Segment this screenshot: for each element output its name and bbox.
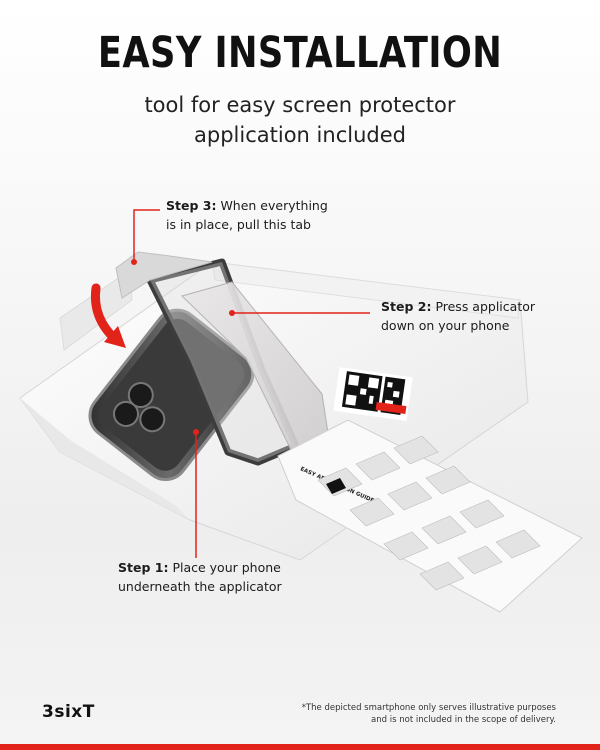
disclaimer-line-2: and is not included in the scope of deli… bbox=[371, 715, 556, 725]
step3-label: Step 3: bbox=[166, 198, 217, 213]
brand-logo: 3sixT bbox=[42, 702, 95, 722]
step3-text-line2: is in place, pull this tab bbox=[166, 217, 311, 232]
step3-text-line1: When everything bbox=[220, 198, 328, 213]
subheadline-line-2: application included bbox=[194, 123, 406, 147]
step3-callout-line bbox=[133, 209, 160, 262]
step2-text-line1: Press applicator bbox=[435, 299, 536, 314]
step2-text-line2: down on your phone bbox=[381, 318, 510, 333]
headline: EASY INSTALLATION bbox=[97, 28, 503, 78]
step2-label: Step 2: bbox=[381, 299, 432, 314]
step3-callout-dot bbox=[131, 259, 137, 265]
qr-red-label bbox=[375, 401, 407, 415]
phone bbox=[88, 308, 255, 482]
tray-left-flap bbox=[20, 398, 190, 520]
pull-tab bbox=[115, 251, 213, 299]
subheadline: tool for easy screen protector applicati… bbox=[0, 90, 600, 150]
disclaimer-line-1: *The depicted smartphone only serves ill… bbox=[301, 703, 556, 713]
disclaimer: *The depicted smartphone only serves ill… bbox=[302, 702, 556, 726]
accent-bar bbox=[0, 744, 600, 750]
qr-panel bbox=[333, 367, 413, 421]
step1-callout: Step 1: Place your phone underneath the … bbox=[118, 558, 282, 596]
step1-callout-dot bbox=[193, 429, 199, 435]
subheadline-line-1: tool for easy screen protector bbox=[144, 93, 456, 117]
step1-text-line2: underneath the applicator bbox=[118, 579, 282, 594]
applicator-frame bbox=[146, 258, 300, 466]
step2-callout-dot bbox=[229, 310, 235, 316]
direction-arrow-head bbox=[104, 326, 126, 348]
step1-text-line1: Place your phone bbox=[172, 560, 281, 575]
step2-callout: Step 2: Press applicator down on your ph… bbox=[381, 297, 535, 335]
tray-back-wall bbox=[211, 261, 521, 319]
step1-label: Step 1: bbox=[118, 560, 169, 575]
instruction-leaflet: EASY APPLICATION GUIDE bbox=[277, 419, 583, 613]
step3-callout: Step 3: When everything is in place, pul… bbox=[166, 196, 328, 234]
